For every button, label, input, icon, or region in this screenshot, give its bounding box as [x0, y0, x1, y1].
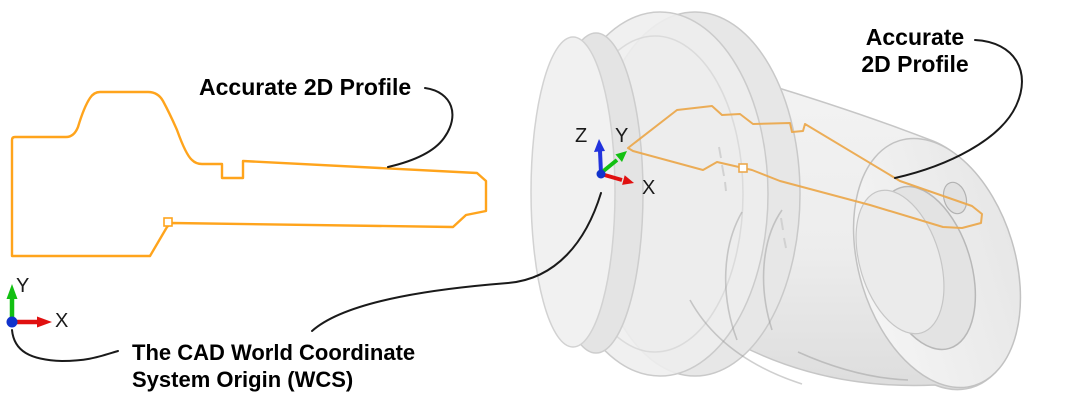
leader-left-profile-label [387, 87, 454, 168]
x-axis-arrow-head [37, 316, 52, 328]
part-small-hole [942, 181, 968, 215]
profile-2d-outline [10, 90, 488, 258]
profile-2d-vertex-marker [163, 217, 173, 227]
wcs-callout-line1: The CAD World Coordinate [132, 340, 416, 365]
y-axis-arrow-head [6, 284, 18, 299]
profile-3d-vertex-marker [738, 163, 748, 173]
wcs-callout-line2: System Origin (WCS) [132, 367, 354, 392]
right-profile-callout: Accurate 2D Profile [852, 24, 978, 78]
model-y-axis-label: Y [615, 125, 629, 147]
y3d-axis-arrow-head [615, 151, 627, 162]
right-profile-callout-line1: Accurate [865, 24, 965, 50]
model-z-axis-label: Z [575, 125, 588, 147]
part-hub-face [530, 36, 616, 348]
model-3d-triad [594, 139, 634, 185]
leader-lines [11, 39, 1023, 363]
wcs-2d-triad [6, 284, 52, 328]
left-profile-callout: Accurate 2D Profile [199, 74, 412, 100]
model-origin-dot [596, 169, 606, 179]
3d-part [530, 11, 1022, 391]
leader-wcs-to-2d-origin [11, 329, 119, 363]
x3d-axis-arrow-head [622, 175, 634, 185]
wcs-y-axis-label: Y [16, 275, 30, 297]
wcs-x-axis-label: X [55, 310, 69, 332]
part-reflection-dashes [718, 146, 787, 249]
part-bore-bottom [855, 189, 945, 335]
right-profile-callout-line2: 2D Profile [861, 51, 969, 77]
wcs-origin-dot [6, 316, 18, 328]
z-axis-arrow-shaft [598, 150, 603, 174]
leader-wcs-to-3d-origin [311, 192, 602, 332]
wcs-callout: The CAD World Coordinate System Origin (… [132, 339, 415, 393]
model-x-axis-label: X [642, 177, 656, 199]
z-axis-arrow-head [594, 139, 605, 152]
leader-right-profile-label [894, 39, 1023, 179]
part-interior-edges [689, 209, 909, 385]
